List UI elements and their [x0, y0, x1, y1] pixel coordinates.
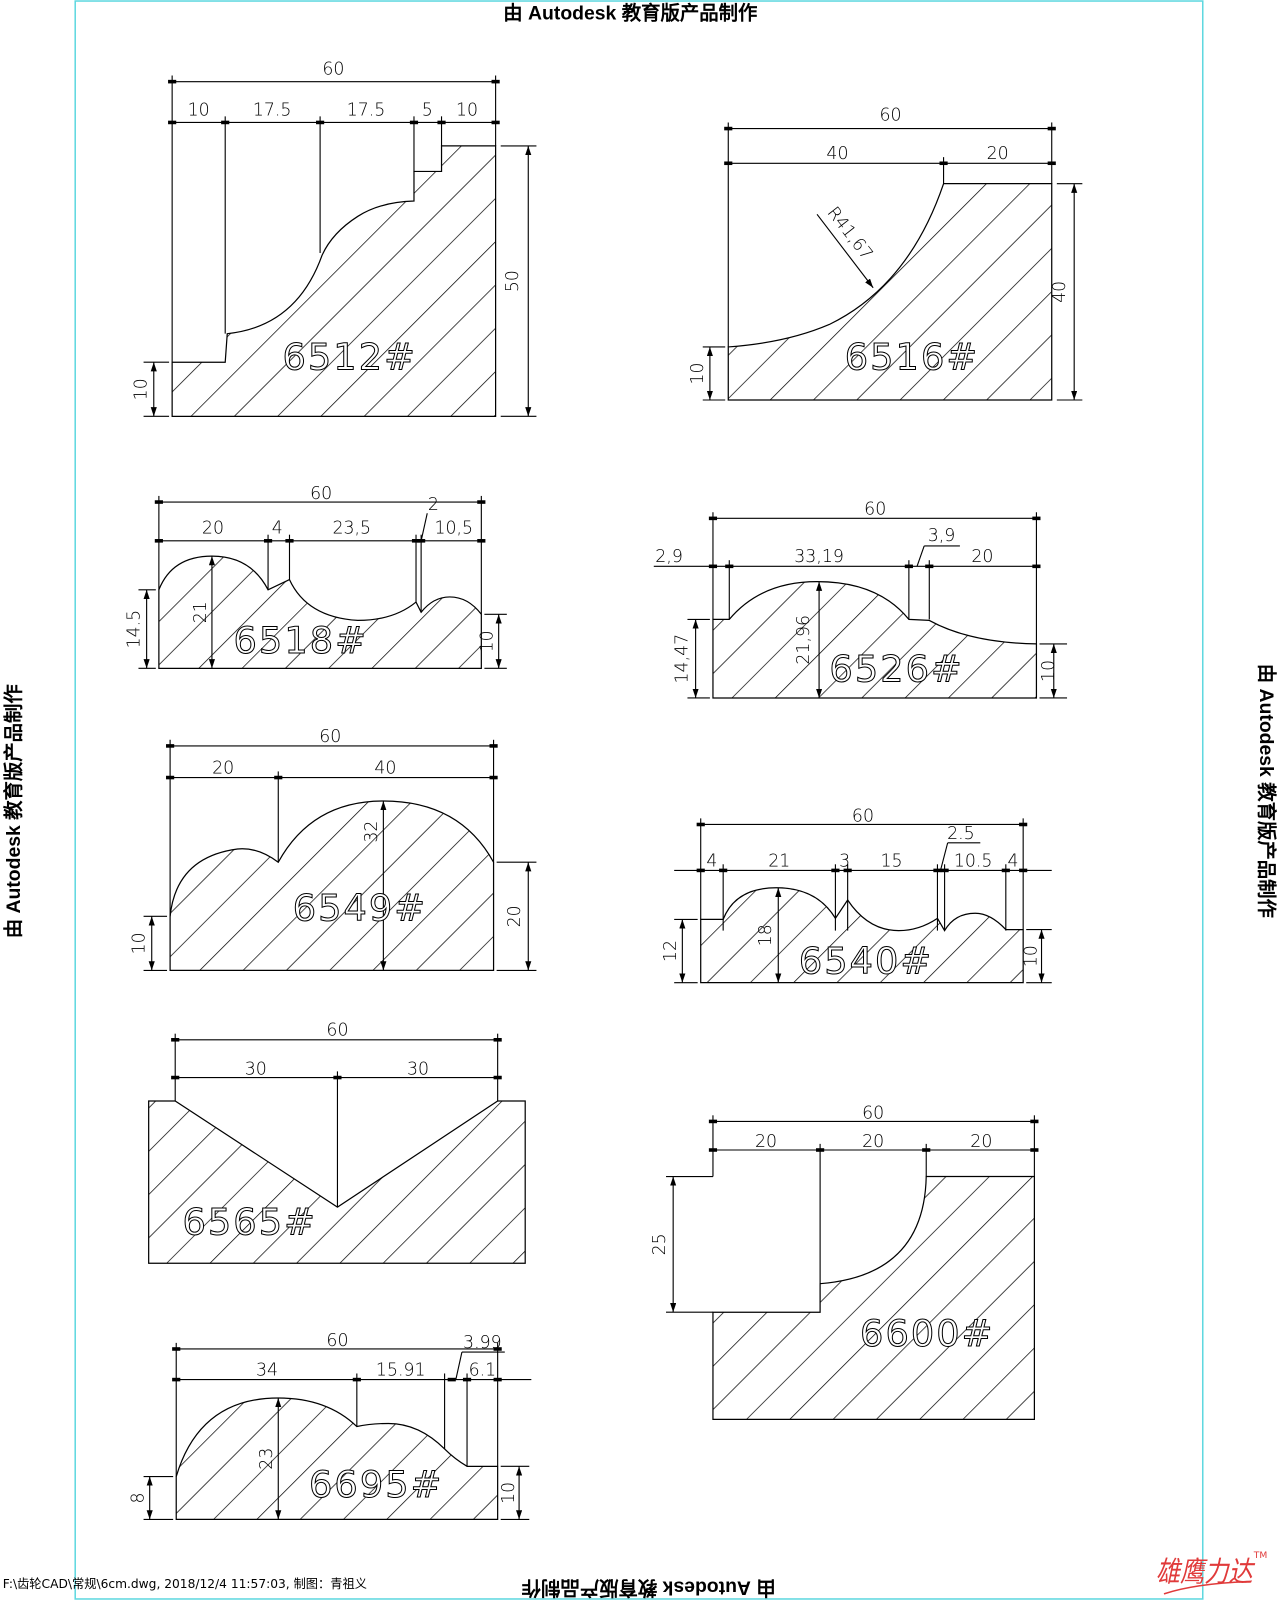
dimension-text: 10.5: [954, 851, 993, 871]
dimension-text: 2.5: [947, 824, 975, 844]
dimension-text: 40: [1050, 281, 1070, 303]
dimension-text: 50: [503, 270, 523, 292]
watermark-left: 由 Autodesk 教育版产品制作: [2, 684, 25, 939]
dimension-text: 3: [839, 851, 850, 871]
dimension-text: 60: [326, 1021, 348, 1041]
dimension-text: 17.5: [253, 100, 292, 120]
dimension-text: 60: [879, 105, 901, 125]
profile-label: 6695#: [309, 1463, 443, 1506]
dimension-text: 34: [256, 1361, 278, 1381]
watermark-top: 由 Autodesk 教育版产品制作: [503, 1, 758, 24]
dimension-text: 14.5: [124, 610, 144, 649]
dimension-text: 60: [322, 59, 344, 79]
dimension-text: 20: [755, 1132, 777, 1152]
watermark-bottom: 由 Autodesk 教育版产品制作: [521, 1577, 776, 1600]
dimension-text: 10: [499, 1482, 519, 1504]
dimension-text: 25: [650, 1233, 670, 1255]
dimension-text: 20: [970, 1132, 992, 1152]
dimension-text: 18: [756, 924, 776, 946]
brand-logo: 雄鹰力达 TM: [1156, 1550, 1268, 1595]
extension-line: [939, 842, 949, 871]
dimension-text: 20: [971, 547, 993, 567]
dimension-text: 10: [130, 932, 150, 954]
profile-6512-section: [171, 145, 497, 417]
dimension-text: 30: [245, 1059, 267, 1079]
dimension-text: 10: [478, 630, 498, 652]
profile-label: 6549#: [293, 886, 427, 929]
dimension-text: 4: [1007, 851, 1018, 871]
extension-line: [420, 513, 428, 541]
dimension-text: 15: [880, 851, 902, 871]
dimension-text: 20: [202, 519, 224, 539]
dimension-text: 60: [326, 1331, 348, 1351]
dimension-text: 21: [191, 601, 211, 623]
profile-6600-section: [712, 1175, 1035, 1420]
dimension-text: 10: [688, 362, 708, 384]
dimension-text: 40: [374, 758, 396, 778]
dimension-text: 23,5: [332, 519, 371, 539]
dimension-text: R41,67: [823, 203, 877, 264]
dimension-text: 21,96: [794, 615, 814, 665]
dimension-text: 15.91: [376, 1361, 426, 1381]
profile-label: 6565#: [182, 1201, 316, 1244]
dimension-text: 8: [129, 1492, 149, 1503]
dimension-text: 20: [505, 905, 525, 927]
watermark-right: 由 Autodesk 教育版产品制作: [1255, 664, 1278, 919]
dimension-text: 33,19: [794, 547, 844, 567]
file-path-footer: F:\齿轮CAD\常规\6cm.dwg, 2018/12/4 11:57:03,…: [3, 1576, 367, 1591]
dimension-text: 10: [132, 378, 152, 400]
logo-underline: [1163, 1580, 1248, 1595]
drawing-frame: [74, 0, 1204, 1600]
dimension-text: 3,9: [928, 526, 956, 546]
profile-label: 6600#: [860, 1312, 994, 1355]
profile-6695-section: [175, 1397, 499, 1520]
dimension-text: 20: [987, 144, 1009, 164]
dimension-text: 14,47: [672, 634, 692, 684]
radius-leader: [816, 213, 874, 289]
profile-6526-section: [712, 581, 1038, 699]
dimension-text: 60: [862, 1103, 884, 1123]
logo-trademark: TM: [1253, 1550, 1268, 1561]
profile-6565-section: [148, 1100, 526, 1264]
dimension-text: 6.1: [469, 1361, 497, 1381]
dimension-text: 2,9: [655, 547, 683, 567]
profile-6549-section: [169, 800, 495, 972]
extension-line: [455, 1351, 463, 1380]
dimension-text: 4: [272, 519, 283, 539]
logo-text: 雄鹰力达: [1156, 1555, 1256, 1589]
dimension-text: 60: [852, 806, 874, 826]
profile-label: 6526#: [829, 648, 963, 691]
dimension-text: 30: [407, 1059, 429, 1079]
dimension-text: 17.5: [347, 100, 386, 120]
dimension-text: 32: [362, 821, 382, 843]
profile-6540-section: [700, 887, 1024, 984]
dimension-text: 5: [422, 100, 433, 120]
dimension-text: 2: [428, 495, 439, 515]
profile-label: 6516#: [845, 335, 979, 378]
dimension-text: 40: [826, 144, 848, 164]
dimension-text: 23: [257, 1448, 277, 1470]
dimension-text: 4: [706, 851, 717, 871]
dimension-text: 10: [1039, 660, 1059, 682]
dimension-text: 10: [188, 100, 210, 120]
dimension-text: 20: [862, 1132, 884, 1152]
dimension-text: 10: [456, 100, 478, 120]
dimension-text: 21: [768, 851, 790, 871]
profile-label: 6540#: [799, 939, 933, 982]
dimension-text: 12: [661, 940, 681, 962]
dimension-text: 60: [864, 499, 886, 519]
profile-label: 6512#: [282, 335, 416, 378]
dimension-text: 10,5: [434, 519, 473, 539]
dimension-text: 60: [319, 727, 341, 747]
profile-label: 6518#: [234, 619, 368, 662]
dimension-text: 3.99: [463, 1333, 502, 1353]
dimension-text: 20: [212, 758, 234, 778]
profile-6516-section: [727, 183, 1053, 401]
extension-line: [916, 545, 925, 567]
dimension-text: 60: [310, 484, 332, 504]
dimension-text: 10: [1021, 945, 1041, 967]
